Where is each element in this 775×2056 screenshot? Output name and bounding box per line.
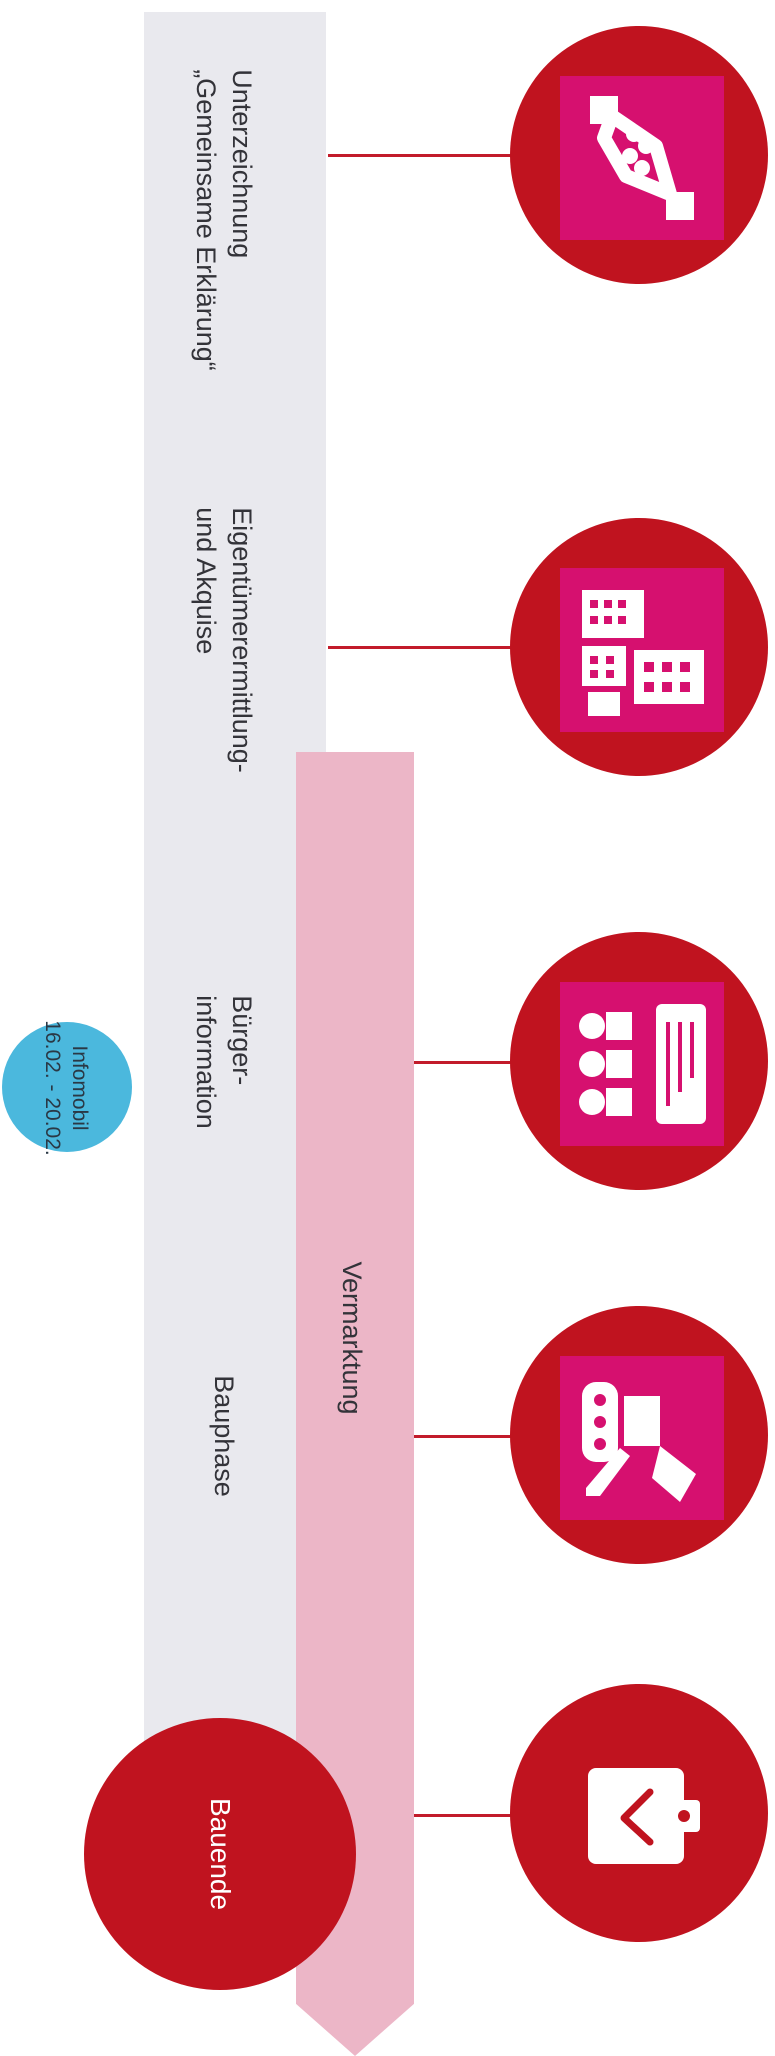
connector-line [414,1814,514,1817]
end-milestone-circle [84,1718,356,1990]
stage-label-citizen-information: Bürger- information [191,995,257,1129]
audience-presentation-icon [560,982,724,1146]
connector-line [414,1435,514,1438]
connector-line [414,1061,514,1064]
handshake-icon [560,76,724,240]
timeline-main-band [144,12,326,1802]
milestone-signing [510,26,768,284]
marketing-label: Vermarktung [337,1261,367,1415]
connector-line [328,154,514,157]
stage-label-signing: Unterzeichnung „Gemeinsame Erklärung“ [191,69,257,371]
infomobil-label: Infomobil 16.02. - 20.02. [41,1020,91,1156]
end-milestone-label: Bauende [205,1797,236,1911]
connector-line [328,646,514,649]
construction-excavator-icon [560,1356,724,1520]
milestone-construction [510,1306,768,1564]
infomobil-badge [2,1022,132,1152]
milestone-citizen-information [510,932,768,1190]
stage-label-construction: Bauphase [209,1375,239,1497]
buildings-icon [560,568,724,732]
milestone-end [510,1684,768,1942]
milestone-acquisition [510,518,768,776]
door-exit-icon [560,1734,724,1898]
stage-label-acquisition: Eigentümerermittlung- und Akquise [191,507,257,773]
